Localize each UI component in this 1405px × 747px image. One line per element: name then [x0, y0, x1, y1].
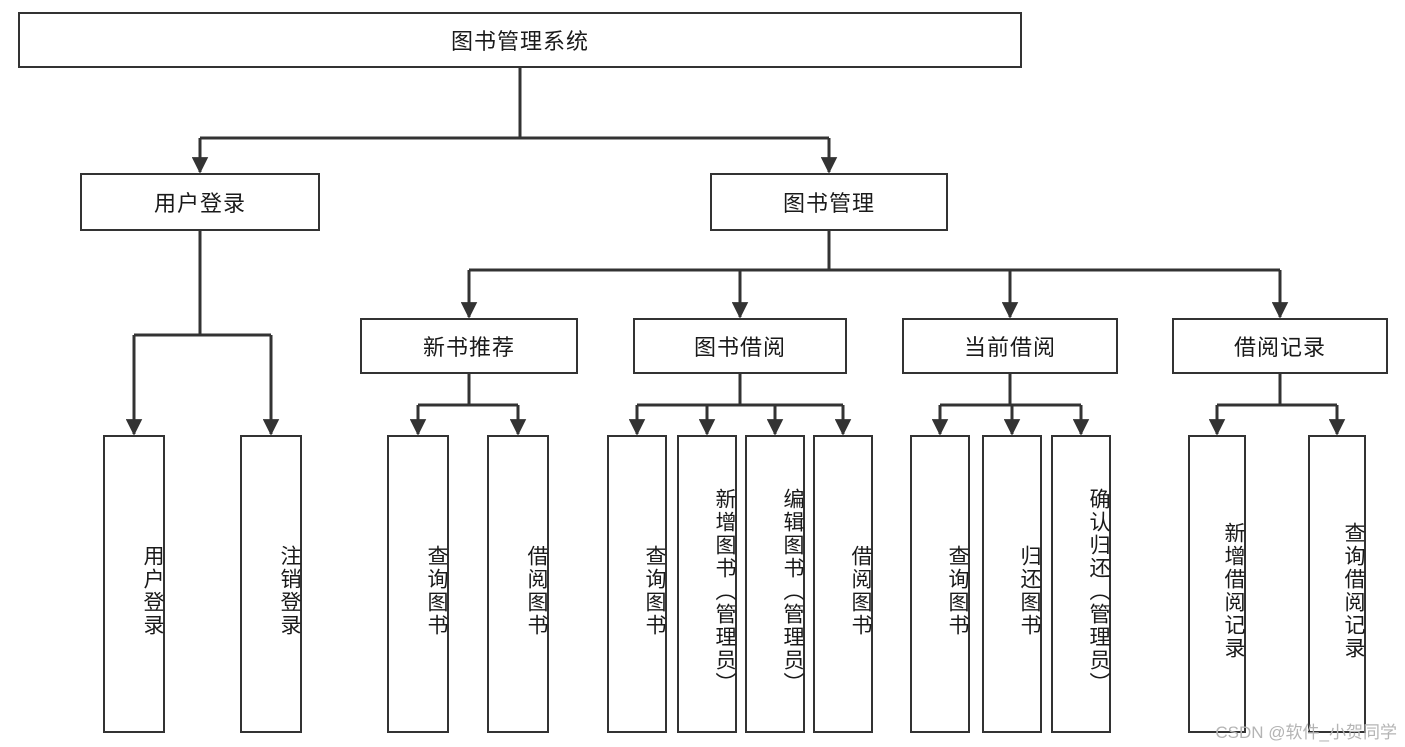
- node-label: 借阅记录: [1233, 335, 1326, 360]
- node-label: 查询借阅记录: [1342, 522, 1365, 660]
- node-label: 借阅图书: [849, 545, 872, 637]
- node-leaf-query-borrow-record[interactable]: 查询借阅记录: [1308, 435, 1366, 733]
- node-leaf-query-book-3[interactable]: 查询图书: [910, 435, 970, 733]
- node-label: 新书推荐: [422, 335, 515, 360]
- node-label: 查询图书: [643, 545, 666, 637]
- node-label: 图书管理: [782, 191, 875, 216]
- node-label: 新增借阅记录: [1222, 522, 1245, 660]
- node-leaf-query-book-1[interactable]: 查询图书: [387, 435, 449, 733]
- node-label: 用户登录: [141, 545, 164, 637]
- node-label: 借阅图书: [525, 545, 548, 637]
- node-current-borrow[interactable]: 当前借阅: [902, 318, 1118, 374]
- node-leaf-add-borrow-record[interactable]: 新增借阅记录: [1188, 435, 1246, 733]
- node-label: 归还图书: [1018, 545, 1041, 637]
- node-new-book-recommend[interactable]: 新书推荐: [360, 318, 578, 374]
- node-leaf-borrow-book-1[interactable]: 借阅图书: [487, 435, 549, 733]
- node-label: 新增图书（管理员）: [713, 487, 736, 695]
- node-leaf-add-book[interactable]: 新增图书（管理员）: [677, 435, 737, 733]
- node-label: 确认归还（管理员）: [1087, 487, 1110, 695]
- node-leaf-user-login[interactable]: 用户登录: [103, 435, 165, 733]
- node-label: 用户登录: [153, 191, 246, 216]
- node-label: 图书管理系统: [450, 29, 589, 54]
- node-label: 注销登录: [278, 545, 301, 637]
- node-leaf-return-book[interactable]: 归还图书: [982, 435, 1042, 733]
- node-leaf-borrow-book-2[interactable]: 借阅图书: [813, 435, 873, 733]
- node-label: 图书借阅: [693, 335, 786, 360]
- node-user-login[interactable]: 用户登录: [80, 173, 320, 231]
- csdn-watermark: CSDN @软件_小贺同学: [1215, 723, 1397, 742]
- node-label: 查询图书: [946, 545, 969, 637]
- node-leaf-query-book-2[interactable]: 查询图书: [607, 435, 667, 733]
- node-book-manage[interactable]: 图书管理: [710, 173, 948, 231]
- node-leaf-edit-book[interactable]: 编辑图书（管理员）: [745, 435, 805, 733]
- node-label: 查询图书: [425, 545, 448, 637]
- node-label: 当前借阅: [963, 335, 1056, 360]
- node-borrow-record[interactable]: 借阅记录: [1172, 318, 1388, 374]
- node-book-borrow[interactable]: 图书借阅: [633, 318, 847, 374]
- node-label: 编辑图书（管理员）: [781, 487, 804, 695]
- node-root[interactable]: 图书管理系统: [18, 12, 1022, 68]
- node-leaf-confirm-return[interactable]: 确认归还（管理员）: [1051, 435, 1111, 733]
- node-leaf-logout[interactable]: 注销登录: [240, 435, 302, 733]
